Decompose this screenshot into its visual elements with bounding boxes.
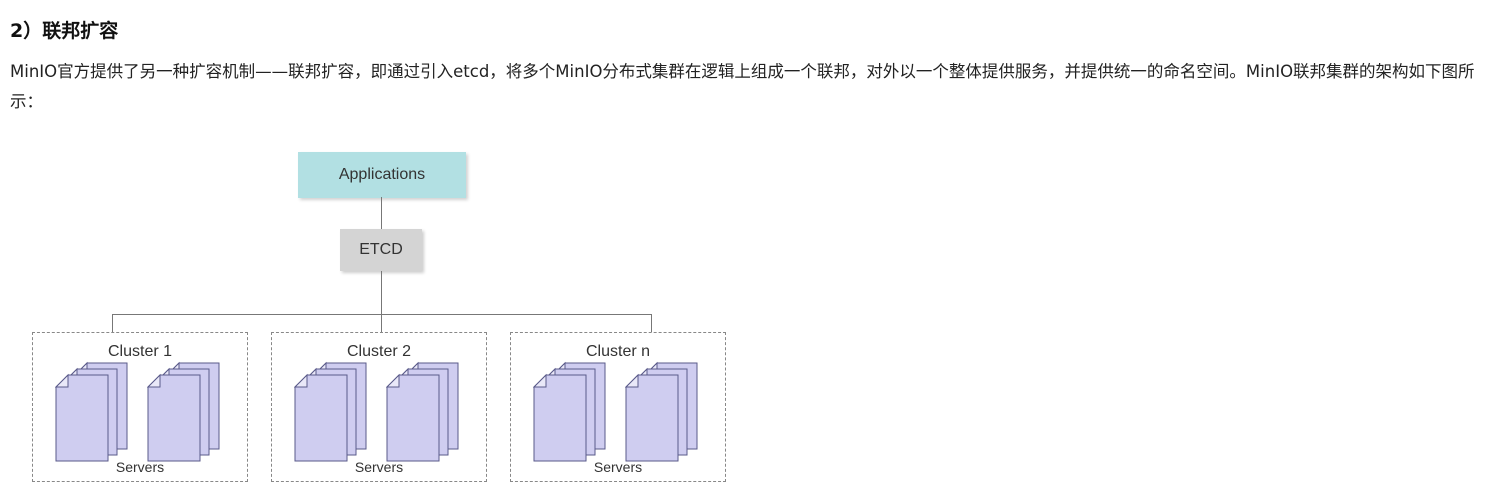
cluster-1: Cluster 1 Servers (32, 332, 248, 482)
connector-apps-etcd (381, 197, 382, 229)
etcd-box: ETCD (340, 229, 422, 271)
server-stack-icon (385, 361, 460, 469)
cluster-title: Cluster 2 (346, 343, 412, 360)
cluster-2: Cluster 2 Servers (271, 332, 487, 482)
servers-label: Servers (593, 459, 643, 475)
servers-label: Servers (115, 459, 165, 475)
server-stack-icon (54, 361, 129, 469)
server-stack-icon (624, 361, 699, 469)
section-paragraph: MinIO官方提供了另一种扩容机制——联邦扩容，即通过引入etcd，将多个Min… (10, 62, 1475, 111)
server-stack-icon (146, 361, 221, 469)
connector-bus (112, 314, 652, 315)
cluster-title: Cluster 1 (107, 343, 173, 360)
server-stack-icon (532, 361, 607, 469)
connector-etcd-bus (381, 271, 382, 332)
servers-label: Servers (354, 459, 404, 475)
cluster-n: Cluster n Servers (510, 332, 726, 482)
cluster-title: Cluster n (585, 343, 651, 360)
section-heading: 2）联邦扩容 (10, 20, 119, 42)
applications-box: Applications (298, 152, 466, 198)
minio-federation-diagram: Applications ETCD Cluster 1 Servers Clus… (30, 150, 730, 488)
connector-cluster-1 (112, 314, 113, 332)
connector-cluster-n (651, 314, 652, 332)
server-stack-icon (293, 361, 368, 469)
